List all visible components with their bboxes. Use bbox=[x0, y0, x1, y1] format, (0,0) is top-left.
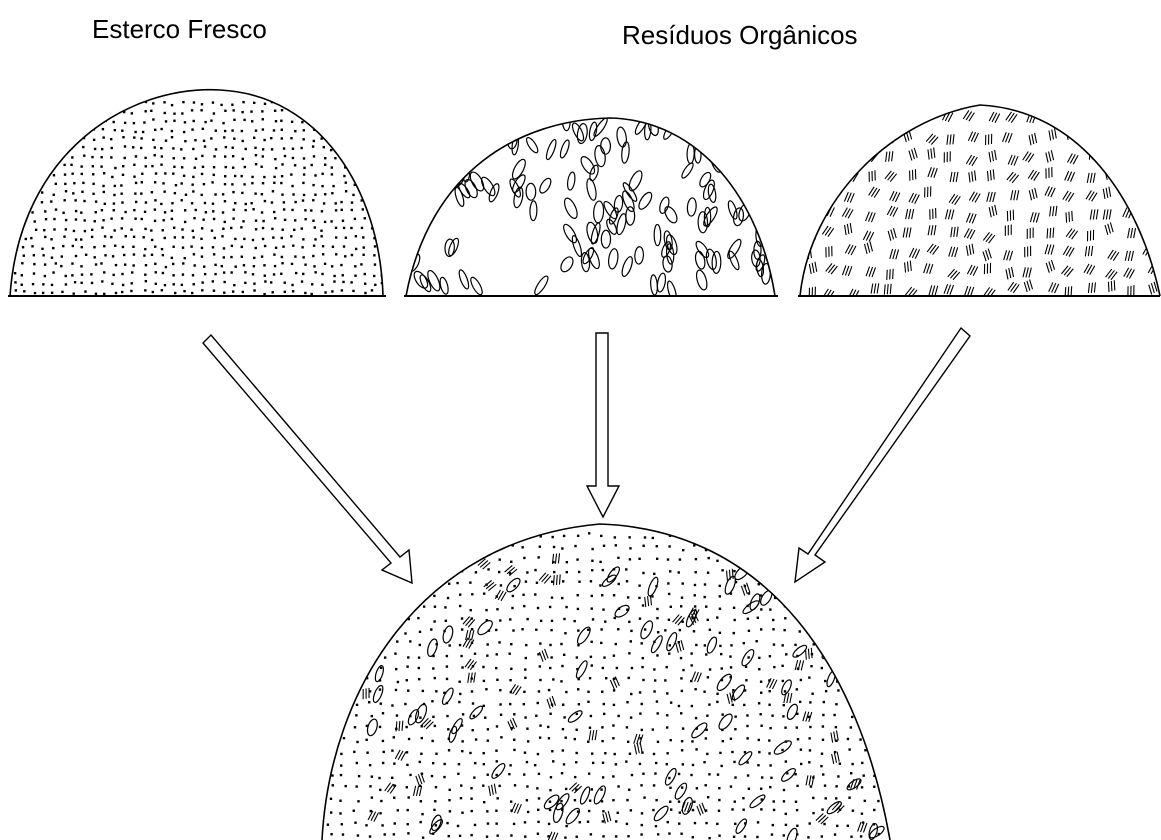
fresh-manure-pile bbox=[8, 90, 387, 296]
arrow-left bbox=[203, 335, 412, 583]
organic-residue-pile bbox=[404, 110, 780, 302]
arrow-center bbox=[587, 333, 619, 517]
arrow-right bbox=[795, 328, 970, 582]
fibrous-residue-pile bbox=[798, 105, 1160, 300]
